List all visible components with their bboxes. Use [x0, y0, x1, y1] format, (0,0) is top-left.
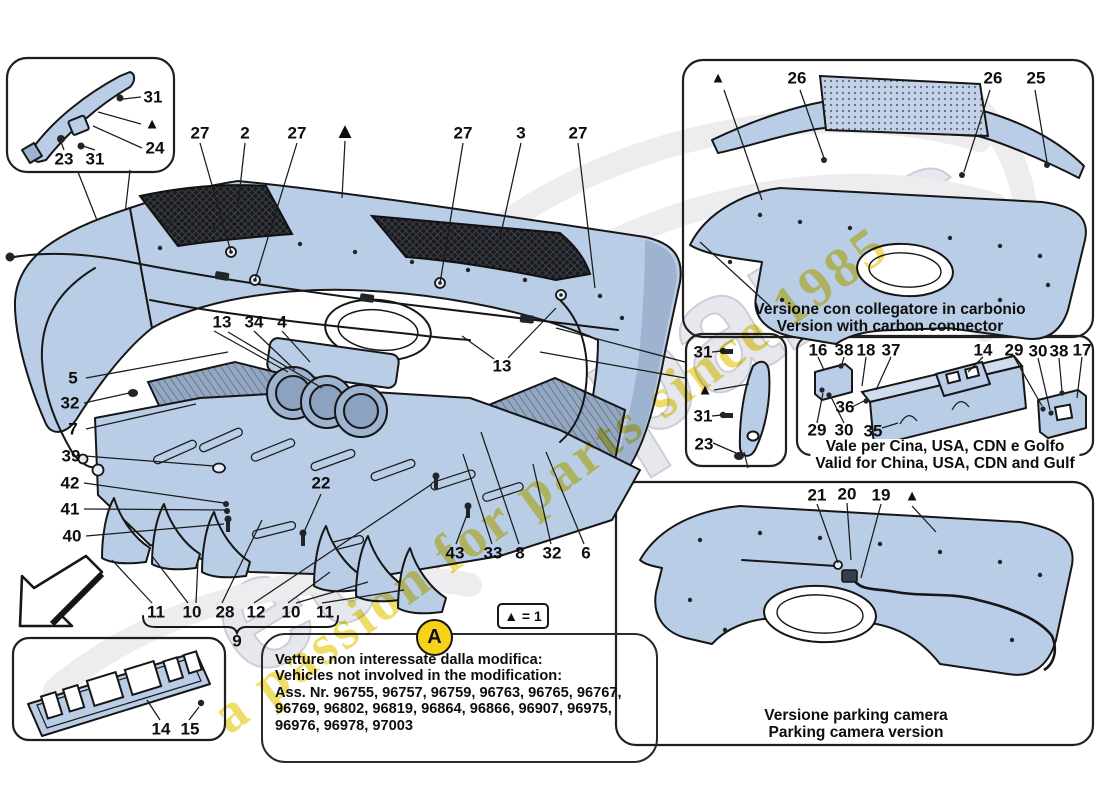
undertray [94, 389, 641, 577]
bracket-part [719, 347, 771, 469]
box-bracket-detail [684, 332, 788, 468]
note-line-it: Vetture non interessate dalla modifica: [275, 652, 543, 668]
note-text: Vetture non interessate dalla modifica: … [263, 635, 656, 734]
group-bracket-9 [142, 615, 339, 637]
inset-box-spoiler [5, 56, 176, 174]
note-line-assembly-2: 96769, 96802, 96819, 96864, 96866, 96907… [275, 701, 612, 718]
note-line-assembly-1: Ass. Nr. 96755, 96757, 96759, 96763, 967… [275, 684, 622, 701]
box-parking-version [614, 480, 1095, 747]
fins [101, 497, 447, 615]
caption-carbon-it: Versione con collegatore in carbonio [754, 301, 1026, 318]
main-bumper-drawing [5, 180, 682, 615]
spoiler-part [21, 71, 136, 164]
caption-camera-it: Versione parking camera [764, 707, 948, 724]
caption-gulf-en: Valid for China, USA, CDN and Gulf [815, 454, 1075, 472]
grille-left [138, 184, 294, 248]
note-line-assembly-3: 96976, 96978, 97003 [275, 717, 413, 734]
caption-camera-en: Parking camera version [768, 723, 944, 741]
caption-gulf-it: Vale per Cina, USA, CDN e Golfo [825, 438, 1065, 455]
grille-right [369, 214, 592, 282]
carbon-version-drawing [689, 74, 1087, 345]
caption-carbon-en: Version with carbon connector [776, 317, 1004, 335]
leader-lines [60, 89, 1083, 721]
absorber-parts [814, 354, 1087, 447]
bumper-right-shade [612, 240, 677, 476]
caption-carbon: Versione con collegatore in carbonio Ver… [754, 301, 1026, 335]
bumper-left-wing [13, 207, 153, 433]
direction-arrow [18, 554, 105, 628]
legend-label: ▲ = 1 [504, 608, 542, 624]
license-plate-bracket [27, 650, 211, 737]
carbon-rivets [727, 157, 1051, 303]
caption-camera: Versione parking camera Parking camera v… [759, 707, 953, 741]
note-marker-a: A [416, 619, 453, 656]
note-box: Vetture non interessate dalla modifica: … [261, 633, 658, 763]
note-line-en: Vehicles not involved in the modificatio… [275, 668, 563, 685]
parking-rivets [687, 530, 1043, 643]
caption-gulf: Vale per Cina, USA, CDN e Golfo Valid fo… [810, 438, 1080, 472]
parking-version-drawing [639, 505, 1074, 676]
inset-box-plate [11, 636, 227, 742]
harness [5, 252, 619, 477]
legend-box: ▲ = 1 [497, 603, 549, 629]
